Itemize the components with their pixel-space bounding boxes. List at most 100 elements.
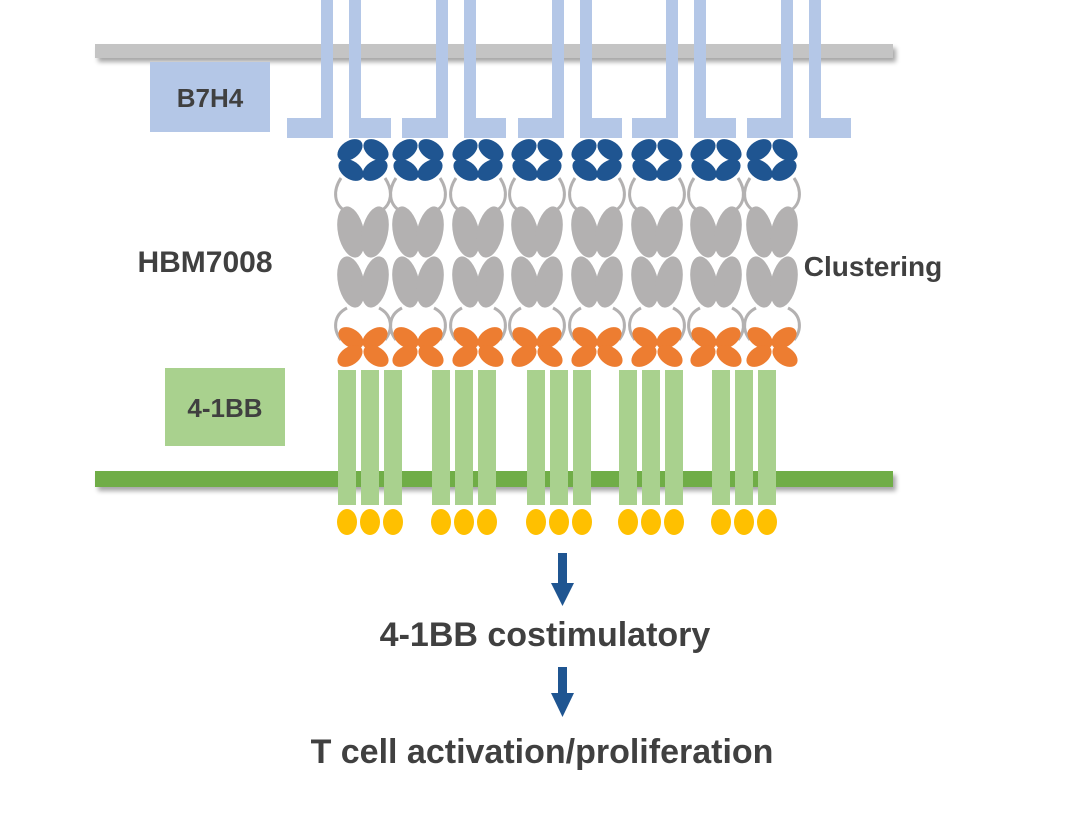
b7h4-binder <box>536 159 562 181</box>
signaling-domain <box>711 509 731 535</box>
b7h4-binder <box>690 139 716 161</box>
hbm7008-antibody <box>389 139 447 367</box>
signaling-domain <box>618 509 638 535</box>
antibody-domain <box>690 206 718 258</box>
tumor-cell-membrane <box>95 44 893 58</box>
4-1bb-binder <box>656 327 682 349</box>
antibody-domain <box>361 206 389 258</box>
4-1bb-binder <box>393 327 419 349</box>
signaling-domain <box>337 509 357 535</box>
4-1bb-binder <box>417 327 443 349</box>
4-1bb-binder <box>338 327 364 349</box>
4-1bb-binder <box>477 327 503 349</box>
b7h4-label-box <box>150 62 270 132</box>
hbm7008-antibody <box>508 139 566 367</box>
clustering-label: Clustering <box>804 251 942 282</box>
antibody-domain <box>571 206 599 258</box>
hbm7008-antibody <box>449 139 507 367</box>
activation-label: T cell activation/proliferation <box>311 733 774 771</box>
hbm7008-antibodies <box>334 139 801 367</box>
4-1bb-binder <box>716 345 742 367</box>
4-1bb-binder <box>691 327 717 349</box>
b7h4-binder <box>511 139 537 161</box>
hbm7008-antibody <box>687 139 745 367</box>
signaling-domain <box>641 509 661 535</box>
b7h4-dimer <box>402 0 506 138</box>
4-1bb-binder <box>536 327 562 349</box>
4-1bb-binder <box>337 345 363 367</box>
arrow-down-icon <box>551 667 574 717</box>
antibody-domain <box>337 256 365 308</box>
signaling-domain <box>572 509 592 535</box>
4-1bb-binder <box>772 345 798 367</box>
b7h4-dimer <box>747 0 851 138</box>
antibody-domain <box>655 256 683 308</box>
signaling-domain <box>477 509 497 535</box>
4-1bb-chain <box>361 370 379 505</box>
arrow-down-icon <box>551 553 574 606</box>
4-1bb-binder <box>478 345 504 367</box>
4-1bb-chain <box>384 370 402 505</box>
4-1bb-binder <box>690 345 716 367</box>
b7h4-binder <box>452 139 478 161</box>
4-1bb-binder <box>512 327 538 349</box>
4-1bb-binder <box>363 345 389 367</box>
b7h4-binder <box>715 159 741 181</box>
4-1bb-chain <box>550 370 568 505</box>
b7h4-binder <box>512 159 538 181</box>
b7h4-binder <box>571 139 597 161</box>
b7h4-chain <box>580 0 622 138</box>
signaling-domain <box>454 509 474 535</box>
antibody-domain <box>595 206 623 258</box>
4-1bb-binder <box>571 345 597 367</box>
4-1bb-receptors <box>337 370 777 535</box>
signaling-domain <box>383 509 403 535</box>
b7h4-chain <box>349 0 391 138</box>
4-1bb-binder <box>452 345 478 367</box>
4-1bb-trimer <box>431 370 497 535</box>
4-1bb-chain <box>338 370 356 505</box>
4-1bb-trimer <box>618 370 684 535</box>
b7h4-binder <box>716 139 742 161</box>
4-1bb-binder <box>572 327 598 349</box>
antibody-domain <box>337 206 365 258</box>
hbm7008-antibody <box>568 139 626 367</box>
b7h4-binder <box>417 159 443 181</box>
b7h4-binder <box>691 159 717 181</box>
4-1bb-binder <box>771 327 797 349</box>
antibody-domain <box>655 206 683 258</box>
4-1bb-binder <box>453 327 479 349</box>
antibody-domain <box>361 256 389 308</box>
b7h4-binder <box>362 159 388 181</box>
antibody-domain <box>631 256 659 308</box>
b7h4-molecules <box>287 0 851 138</box>
b7h4-chain <box>464 0 506 138</box>
antibody-domain <box>392 256 420 308</box>
b7h4-binder <box>656 159 682 181</box>
b7h4-label: B7H4 <box>177 83 244 113</box>
b7h4-chain <box>518 0 564 138</box>
b7h4-chain <box>694 0 736 138</box>
b7h4-binder <box>453 159 479 181</box>
4-1bb-binder <box>392 345 418 367</box>
antibody-domain <box>571 256 599 308</box>
antibody-domain <box>511 256 539 308</box>
b7h4-binder <box>746 139 772 161</box>
b7h4-chain <box>287 0 333 138</box>
4-1bb-binder <box>418 345 444 367</box>
b7h4-binder <box>537 139 563 161</box>
b7h4-binder <box>657 139 683 161</box>
antibody-domain <box>631 206 659 258</box>
antibody-domain <box>690 256 718 308</box>
b7h4-chain <box>402 0 448 138</box>
signaling-domain <box>549 509 569 535</box>
b7h4-binder <box>418 139 444 161</box>
signaling-domain <box>734 509 754 535</box>
4-1bb-chain <box>735 370 753 505</box>
antibody-domain <box>714 256 742 308</box>
4-1bb-trimer <box>711 370 777 535</box>
antibody-domain <box>714 206 742 258</box>
antibody-domain <box>452 206 480 258</box>
antibody-domain <box>452 256 480 308</box>
